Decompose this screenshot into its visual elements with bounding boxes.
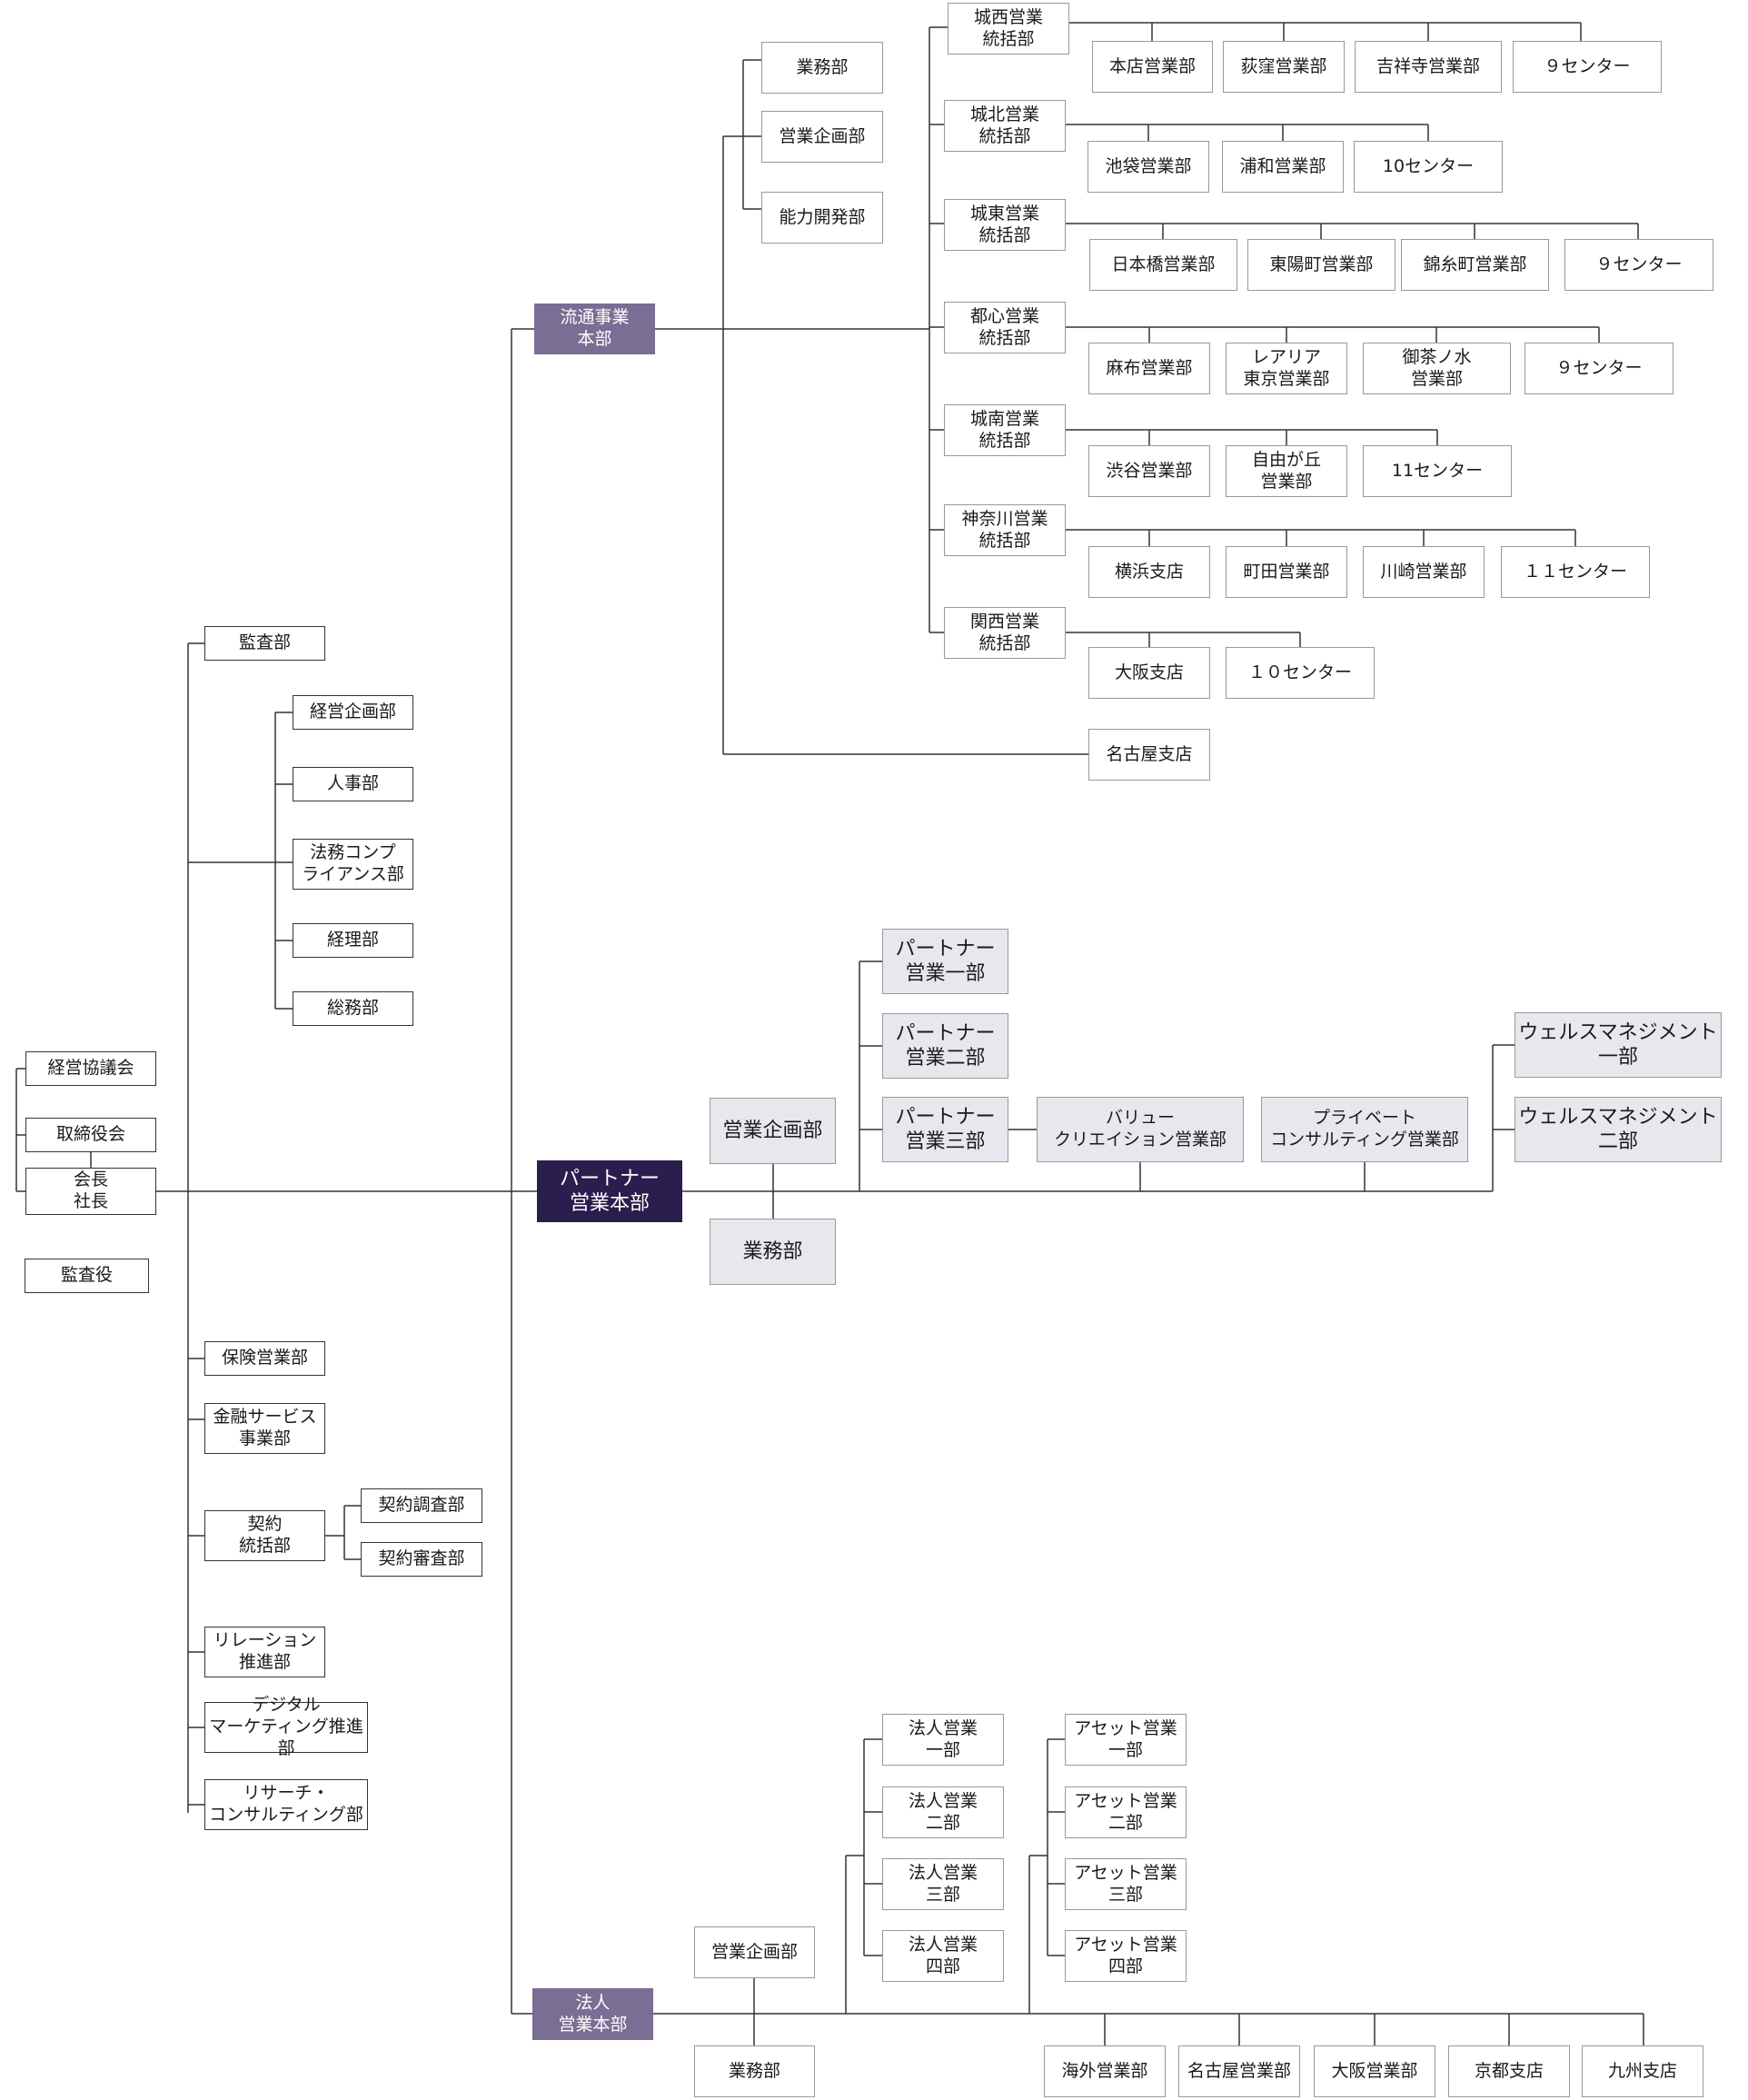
node-joto-toyocho: 東陽町営業部	[1247, 239, 1395, 291]
node-wealth-2: ウェルスマネジメント 二部	[1515, 1097, 1722, 1162]
node-nagoya-shiten: 名古屋支店	[1088, 729, 1210, 781]
node-hojin-3: 法人営業 三部	[882, 1858, 1004, 1910]
node-hoken-eigyobu: 保険営業部	[204, 1341, 325, 1376]
node-kanagawa: 神奈川営業 統括部	[944, 504, 1066, 556]
node-nagoya-eigyobu: 名古屋営業部	[1178, 2045, 1300, 2097]
node-keiyaku-shinsabu: 契約審査部	[361, 1542, 482, 1577]
node-johoku: 城北営業 統括部	[944, 100, 1066, 152]
node-hojin-2: 法人営業 二部	[882, 1786, 1004, 1838]
node-kansai: 関西営業 統括部	[944, 607, 1066, 659]
node-asset-3: アセット営業 三部	[1065, 1858, 1187, 1910]
node-partner-1: パートナー 営業一部	[882, 929, 1008, 994]
node-jonan-shibuya: 渋谷営業部	[1088, 445, 1210, 497]
node-asset-1: アセット営業 一部	[1065, 1714, 1187, 1766]
node-jonan-jiyugaoka: 自由が丘 営業部	[1226, 445, 1347, 497]
node-ryutsu-hq: 流通事業 本部	[534, 304, 655, 354]
node-joto-nihonbashi: 日本橋営業部	[1089, 239, 1237, 291]
node-partner-gyomubu: 業務部	[710, 1219, 836, 1285]
node-johoku-ikebukuro: 池袋営業部	[1088, 141, 1209, 193]
node-osaka-eigyobu: 大阪営業部	[1314, 2045, 1435, 2097]
node-partner-2: パートナー 営業二部	[882, 1013, 1008, 1079]
node-ryutsu-eigyo-kikaku: 営業企画部	[761, 111, 883, 163]
node-private-consulting: プライベート コンサルティング営業部	[1261, 1097, 1468, 1162]
node-toshin-ochanomizu: 御茶ノ水 営業部	[1363, 343, 1511, 394]
node-kaicho-shacho: 会長 社長	[25, 1168, 156, 1215]
node-hojin-1: 法人営業 一部	[882, 1714, 1004, 1766]
node-somubu: 総務部	[293, 991, 413, 1026]
node-josai-honten: 本店営業部	[1092, 41, 1213, 93]
node-kansayaku: 監査役	[25, 1259, 149, 1293]
node-kyoto-shiten: 京都支店	[1448, 2045, 1570, 2097]
node-kyushu-shiten: 九州支店	[1582, 2045, 1703, 2097]
node-jonan-center: 11センター	[1363, 445, 1512, 497]
node-keiyaku-chosabu: 契約調査部	[361, 1488, 482, 1523]
node-kanagawa-machida: 町田営業部	[1226, 546, 1347, 598]
node-kansai-osaka: 大阪支店	[1088, 647, 1210, 699]
node-relation-suishinbu: リレーション 推進部	[204, 1627, 325, 1677]
node-toshin-azabu: 麻布営業部	[1088, 343, 1210, 394]
node-wealth-1: ウェルスマネジメント 一部	[1515, 1012, 1722, 1078]
node-partner-3: パートナー 営業三部	[882, 1097, 1008, 1162]
node-ryutsu-gyomubu: 業務部	[761, 42, 883, 94]
node-johoku-center: 10センター	[1354, 141, 1503, 193]
node-kansabu: 監査部	[204, 626, 325, 661]
node-hojin-4: 法人営業 四部	[882, 1930, 1004, 1982]
node-josai: 城西営業 統括部	[948, 3, 1069, 55]
node-joto-center: ９センター	[1564, 239, 1713, 291]
node-kanagawa-yokohama: 横浜支店	[1088, 546, 1210, 598]
node-joto-kinshicho: 錦糸町営業部	[1401, 239, 1549, 291]
node-kansai-center: １０センター	[1226, 647, 1375, 699]
node-hojin-gyomubu: 業務部	[694, 2045, 815, 2097]
node-hojin-kikaku: 営業企画部	[694, 1926, 815, 1978]
node-kanagawa-kawasaki: 川崎営業部	[1363, 546, 1485, 598]
node-josai-kichijoji: 吉祥寺営業部	[1355, 41, 1502, 93]
node-keiribu: 経理部	[293, 923, 413, 958]
node-kanagawa-center: １１センター	[1501, 546, 1650, 598]
node-partner-hq: パートナー 営業本部	[537, 1160, 682, 1222]
node-toshin-center: ９センター	[1525, 343, 1674, 394]
node-jonan: 城南営業 統括部	[944, 404, 1066, 456]
node-josai-ogikubo: 荻窪営業部	[1223, 41, 1345, 93]
node-partner-kikaku: 営業企画部	[710, 1098, 836, 1164]
node-homu-compliance: 法務コンプ ライアンス部	[293, 839, 413, 890]
node-noryoku-kaihatsu: 能力開発部	[761, 192, 883, 244]
node-asset-2: アセット営業 二部	[1065, 1786, 1187, 1838]
node-asset-4: アセット営業 四部	[1065, 1930, 1187, 1982]
node-keiyaku-tokatsubu: 契約 統括部	[204, 1510, 325, 1561]
node-digital-marketing: デジタル マーケティング推進部	[204, 1695, 368, 1758]
node-kinyu-service: 金融サービス 事業部	[204, 1403, 325, 1454]
node-keiei-kyogikai: 経営協議会	[25, 1051, 156, 1086]
node-toshin: 都心営業 統括部	[944, 302, 1066, 353]
node-research-consulting: リサーチ・ コンサルティング部	[204, 1779, 368, 1830]
node-kaigai-eigyobu: 海外営業部	[1044, 2045, 1166, 2097]
node-joto: 城東営業 統括部	[944, 199, 1066, 251]
node-jinjibu: 人事部	[293, 767, 413, 801]
node-hojin-hq: 法人 営業本部	[532, 1988, 653, 2040]
node-keiei-kikakubu: 経営企画部	[293, 695, 413, 730]
node-johoku-urawa: 浦和営業部	[1222, 141, 1344, 193]
node-josai-center: ９センター	[1513, 41, 1662, 93]
node-torishimariyakukai: 取締役会	[25, 1118, 156, 1152]
node-value-creation: バリュー クリエイション営業部	[1037, 1097, 1244, 1162]
node-toshin-reraria: レアリア 東京営業部	[1226, 343, 1347, 394]
